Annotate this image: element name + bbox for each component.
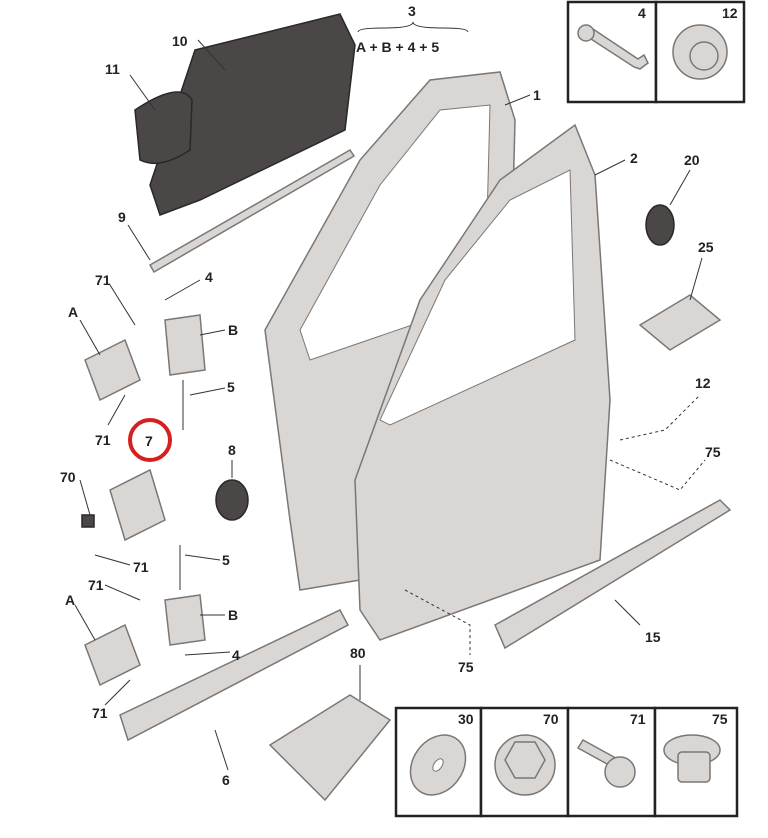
door-trim-panel	[149, 13, 356, 216]
callout-5: 5	[227, 379, 235, 395]
callout-A: A	[68, 304, 78, 320]
window-seal	[148, 148, 356, 274]
callout-80: 80	[350, 645, 366, 661]
flange-nut-icon	[494, 734, 556, 796]
callout-B: B	[228, 322, 238, 338]
callout-71: 71	[88, 577, 104, 593]
callout-4: 4	[232, 647, 240, 663]
highlight-ring-part-7	[128, 418, 172, 462]
inset-label-4: 4	[638, 5, 646, 21]
nut-70	[81, 514, 95, 528]
callout-15: 15	[645, 629, 661, 645]
leader-lines	[74, 39, 706, 771]
callout-71: 71	[92, 705, 108, 721]
wrench-icon	[577, 24, 649, 70]
washer-icon	[409, 734, 467, 796]
callout-71: 71	[95, 432, 111, 448]
callout-71: 71	[133, 559, 149, 575]
callout-A: A	[65, 592, 75, 608]
callout-12: 12	[695, 375, 711, 391]
inset-label-71: 71	[630, 711, 646, 727]
inset-label-12: 12	[722, 5, 738, 21]
callout-1: 1	[533, 87, 541, 103]
bolt-icon	[576, 739, 636, 788]
hinge-A-lower	[84, 623, 141, 687]
svg-text:A + B + 4 + 5: A + B + 4 + 5	[356, 39, 439, 55]
callout-75: 75	[458, 659, 474, 675]
callout-8: 8	[228, 442, 236, 458]
inset-label-30: 30	[458, 711, 474, 727]
speaker-cover	[134, 91, 193, 165]
inset-label-75: 75	[712, 711, 728, 727]
clip-set-25	[638, 294, 722, 351]
bottom-inset: 30 70 71 75	[394, 706, 739, 818]
top-inset: 4 12	[566, 0, 746, 104]
callout-B: B	[228, 607, 238, 623]
hinge-B-lower	[164, 594, 206, 646]
callout-5: 5	[222, 552, 230, 568]
grommet-icon	[672, 24, 728, 80]
door-check-7	[109, 468, 166, 542]
callout-11: 11	[105, 61, 120, 77]
callout-2: 2	[630, 150, 638, 166]
callout-4: 4	[205, 269, 213, 285]
svg-text:3: 3	[408, 3, 416, 19]
plug-8	[215, 479, 249, 521]
plug-20	[645, 204, 675, 246]
callout-9: 9	[118, 209, 126, 225]
callout-25: 25	[698, 239, 714, 255]
sound-pad-80	[268, 694, 392, 802]
callout-71: 71	[95, 272, 111, 288]
side-molding-15	[494, 499, 732, 650]
callout-20: 20	[684, 152, 700, 168]
callout-6: 6	[222, 772, 230, 788]
callout-10: 10	[172, 33, 188, 49]
hinge-B-upper	[164, 314, 206, 376]
clip-nut-icon	[663, 734, 721, 783]
assembly-group-3: 3 A + B + 4 + 5	[356, 3, 469, 55]
hinge-A-upper	[84, 338, 141, 402]
sill-molding-6	[119, 609, 350, 742]
callout-70: 70	[60, 469, 76, 485]
callout-7: 7	[145, 433, 153, 449]
callout-75: 75	[705, 444, 721, 460]
callout-labels: 10 11 9 1 2 20 25 12 75 15 75 80 6 8 71 …	[60, 33, 721, 788]
inset-label-70: 70	[543, 711, 559, 727]
